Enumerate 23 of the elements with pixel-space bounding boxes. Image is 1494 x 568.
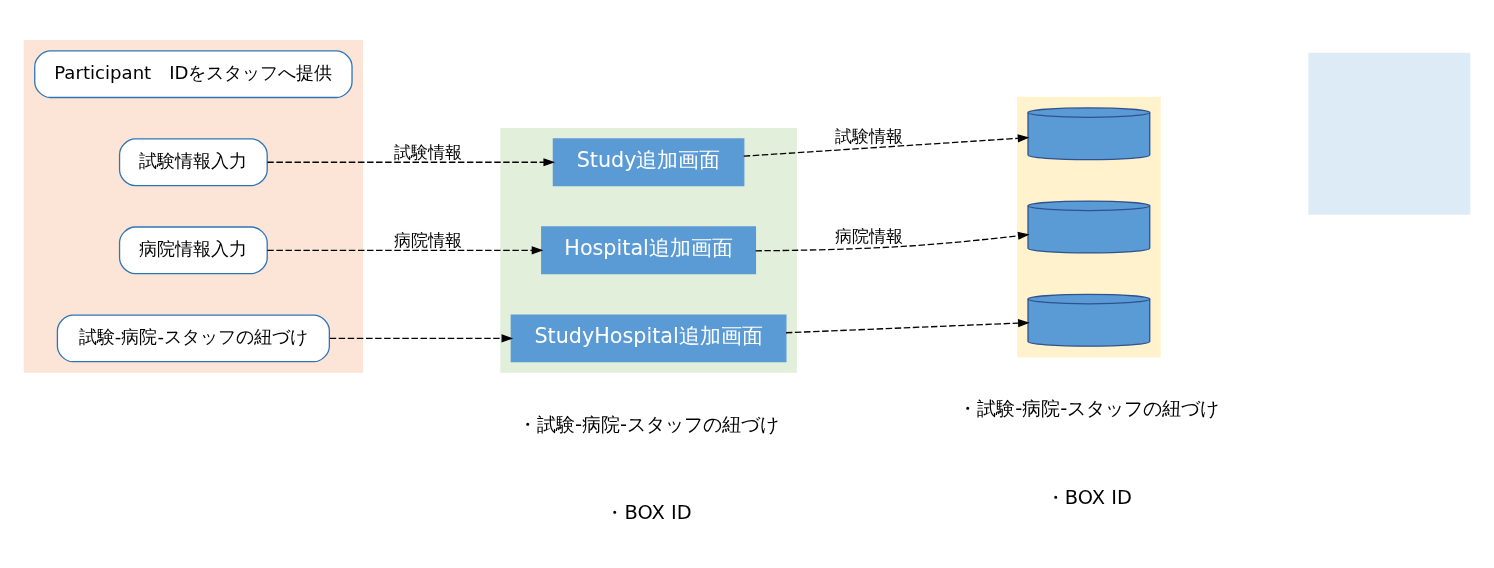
arrow [329,334,514,343]
arrow [754,231,1030,252]
label: ・試験-病院-スタッフの紐づけ [518,412,780,436]
label: ・BOX ID [1045,485,1132,509]
edge-label: 試験情報 [394,141,463,162]
arrow [743,134,1030,157]
node-box: StudyHospital追加画面 [510,314,787,363]
node-box: Study追加画面 [552,138,745,187]
node-box: Hospital追加画面 [541,226,757,275]
arrow [266,246,544,255]
label: ・BOX ID [605,501,692,525]
node-box: 試験-病院-スタッフの紐づけ [56,314,330,363]
node-band [1308,52,1471,215]
cluster [23,39,364,373]
edge-label: 試験情報 [834,126,903,147]
node-box: 病院情報入力 [118,226,268,275]
edge-label: 病院情報 [834,225,903,246]
arrow [266,158,556,167]
arrow [785,319,1030,334]
edge-label: 病院情報 [394,229,463,250]
node-box: Participant IDをスタッフへ提供 [34,50,353,99]
label: ・試験-病院-スタッフの紐づけ [958,397,1220,421]
node-box: 試験情報入力 [118,138,268,187]
